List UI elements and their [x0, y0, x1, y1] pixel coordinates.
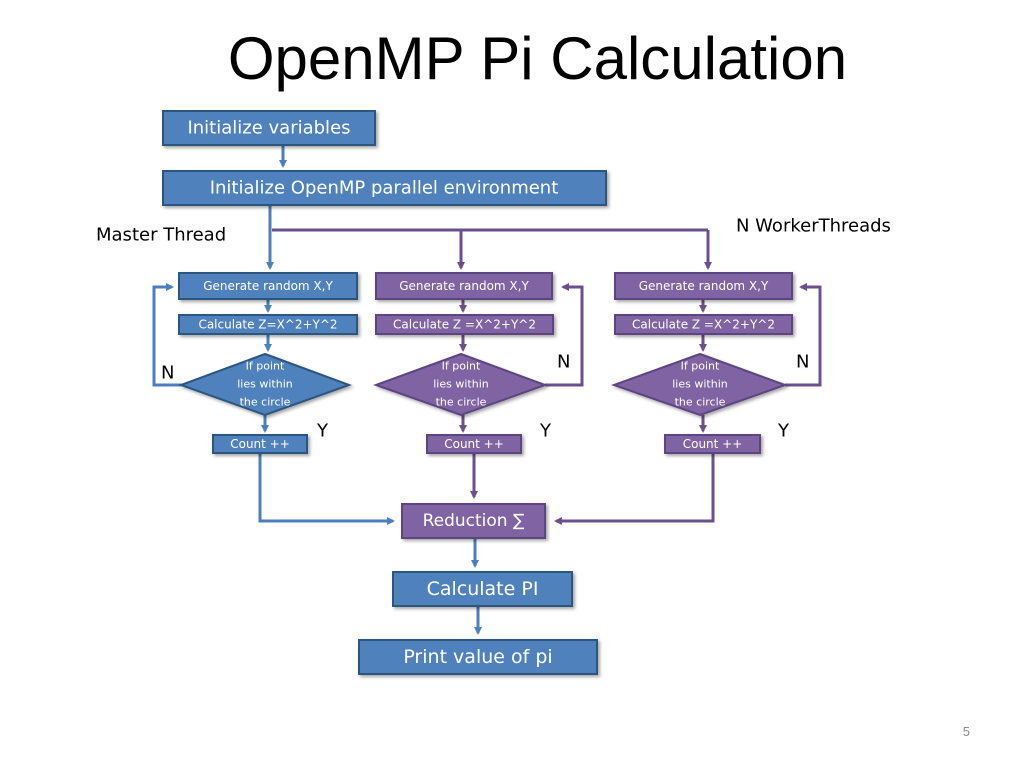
arrow-w1-no-loop [545, 283, 584, 387]
box-label: Generate random X,Y [203, 279, 333, 293]
master-connectors [152, 145, 482, 635]
step-label: Calculate PI [427, 578, 539, 600]
worker2-yes-label: Y [777, 421, 790, 442]
box-label: Generate random X,Y [639, 279, 769, 293]
worker1-yes-label: Y [539, 421, 552, 442]
master-generate-box: Generate random X,Y [178, 272, 358, 300]
master-calc-z-box: Calculate Z=X^2+Y^2 [178, 314, 358, 335]
decision-line-1: If point [681, 360, 720, 373]
decision-line-1: If point [246, 360, 285, 373]
decision-line-3: the circle [436, 396, 487, 409]
step-initialize-variables: Initialize variables [162, 110, 376, 146]
page-number: 5 [962, 724, 970, 739]
box-label: Calculate Z=X^2+Y^2 [198, 318, 337, 332]
worker1-generate-box: Generate random X,Y [375, 272, 553, 300]
box-label: Count ++ [444, 437, 504, 451]
step-label: Reduction ∑ [423, 511, 525, 531]
slide-title: OpenMP Pi Calculation [227, 25, 848, 92]
worker-connectors [272, 228, 822, 525]
master-count-box: Count ++ [212, 434, 308, 454]
arrow-master-count-to-reduction [258, 453, 395, 525]
step-initialize-openmp: Initialize OpenMP parallel environment [162, 170, 607, 206]
decision-line-3: the circle [240, 396, 291, 409]
worker2-calc-z-box: Calculate Z =X^2+Y^2 [614, 314, 793, 335]
step-reduction: Reduction ∑ [401, 503, 546, 539]
decision-line-3: the circle [675, 396, 726, 409]
step-label: Initialize variables [187, 118, 350, 139]
master-yes-label: Y [316, 421, 329, 442]
worker1-calc-z-box: Calculate Z =X^2+Y^2 [375, 314, 554, 335]
step-print-pi: Print value of pi [358, 639, 598, 675]
worker1-decision-diamond: If point lies within the circle [373, 352, 548, 417]
worker1-count-box: Count ++ [426, 434, 522, 454]
arrow-master-no-loop [152, 283, 182, 387]
arrow-w2-no-loop [785, 283, 822, 387]
arrow-w2-count-to-reduction [554, 453, 715, 525]
step-calculate-pi: Calculate PI [392, 571, 573, 607]
worker2-no-label: N [796, 352, 809, 373]
box-label: Count ++ [230, 437, 290, 451]
box-label: Calculate Z =X^2+Y^2 [632, 318, 775, 332]
decision-line-2: lies within [433, 378, 489, 391]
step-label: Print value of pi [403, 646, 552, 668]
master-thread-label: Master Thread [96, 225, 226, 246]
box-label: Calculate Z =X^2+Y^2 [393, 318, 536, 332]
master-no-label: N [161, 363, 174, 384]
box-label: Count ++ [683, 437, 743, 451]
master-decision-diamond: If point lies within the circle [178, 352, 352, 417]
worker2-count-box: Count ++ [664, 434, 761, 454]
worker1-no-label: N [557, 352, 570, 373]
box-label: Generate random X,Y [399, 279, 529, 293]
decision-line-2: lies within [672, 378, 728, 391]
worker2-generate-box: Generate random X,Y [614, 272, 793, 300]
worker2-decision-diamond: If point lies within the circle [611, 352, 788, 417]
step-label: Initialize OpenMP parallel environment [210, 178, 559, 199]
decision-line-2: lies within [237, 378, 293, 391]
decision-line-1: If point [442, 360, 481, 373]
worker-threads-label: N WorkerThreads [736, 216, 891, 237]
